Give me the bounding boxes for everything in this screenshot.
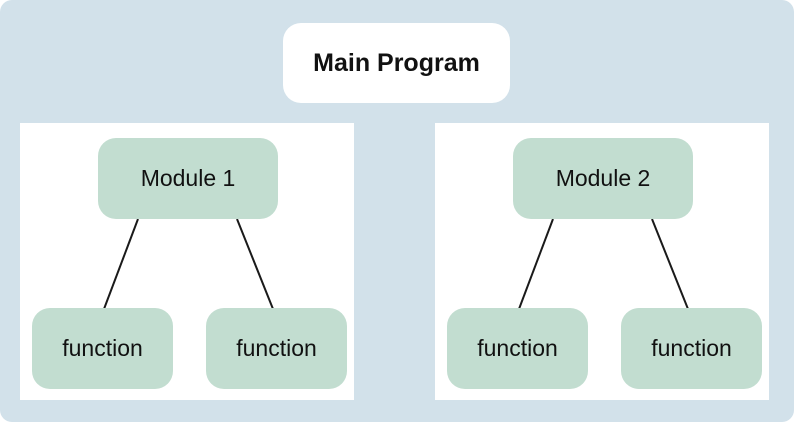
connector-line: [103, 218, 139, 310]
function-label: function: [477, 335, 558, 361]
module-1-label: Module 1: [140, 165, 236, 191]
module-2-function-2-node: function: [621, 308, 762, 389]
module-1-function-1-node: function: [32, 308, 173, 389]
module-1-node: Module 1: [98, 138, 278, 219]
function-label: function: [62, 335, 143, 361]
connector-line: [651, 218, 689, 310]
module-2-node: Module 2: [513, 138, 693, 219]
module-1-function-2-node: function: [206, 308, 347, 389]
module-1-panel: Module 1 function function: [20, 123, 354, 400]
module-2-label: Module 2: [555, 165, 651, 191]
module-2-panel: Module 2 function function: [435, 123, 769, 400]
function-label: function: [236, 335, 317, 361]
module-2-function-1-node: function: [447, 308, 588, 389]
function-label: function: [651, 335, 732, 361]
main-program-node: Main Program: [283, 23, 510, 103]
main-program-label: Main Program: [313, 48, 480, 77]
connector-line: [518, 218, 554, 310]
connector-line: [236, 218, 274, 310]
